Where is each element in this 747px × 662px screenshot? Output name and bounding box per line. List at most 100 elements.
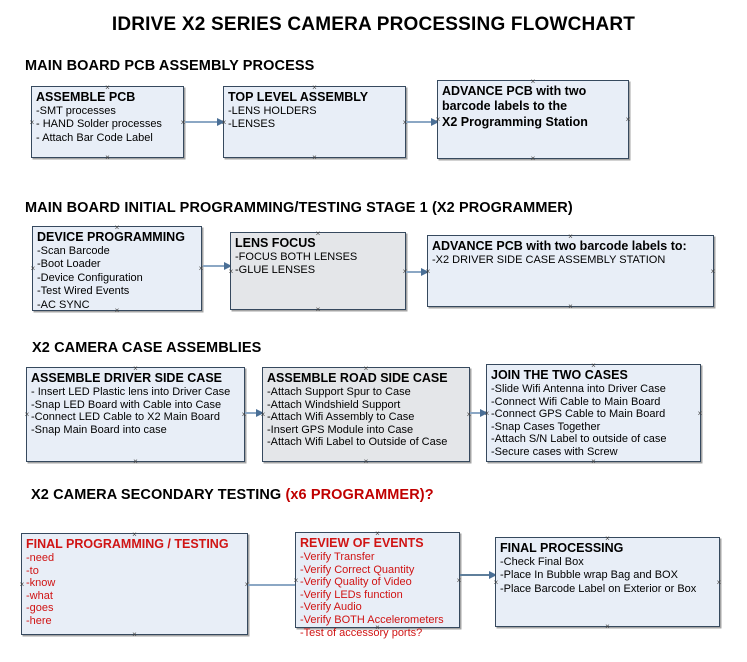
section-heading-main-board-pcb-assembly: MAIN BOARD PCB ASSEMBLY PROCESS: [25, 58, 314, 74]
connector-road-case-to-join-cases: [470, 409, 488, 417]
section-heading-x2-camera-secondary-testing: X2 CAMERA SECONDARY TESTING (x6 PROGRAMM…: [31, 487, 434, 503]
box-line: -SMT processes: [36, 105, 116, 117]
resize-handle-right[interactable]: [625, 116, 632, 123]
box-assemble-pcb[interactable]: ASSEMBLE PCB -SMT processes - HAND Solde…: [31, 86, 184, 158]
arrow-head-icon: [256, 409, 264, 417]
box-line: -Insert GPS Module into Case: [267, 423, 414, 436]
resize-handle-left[interactable]: [19, 581, 26, 588]
box-title: ASSEMBLE DRIVER SIDE CASE: [31, 371, 223, 385]
arrow-head-icon: [421, 268, 429, 276]
connector-review-of-events-to-final-processing: [460, 571, 497, 579]
box-title: REVIEW OF EVENTS: [300, 536, 424, 550]
box-review-of-events[interactable]: REVIEW OF EVENTS -Verify Transfer -Verif…: [293, 532, 463, 639]
section-heading-main-board-initial-programming: MAIN BOARD INITIAL PROGRAMMING/TESTING S…: [25, 200, 573, 216]
resize-handle-bottom[interactable]: [104, 154, 111, 161]
box-line: -Attach S/N Label to outside of case: [491, 433, 667, 446]
box-line: -FOCUS BOTH LENSES: [235, 251, 358, 263]
box-line: -AC SYNC: [37, 298, 90, 311]
box-title: DEVICE PROGRAMMING: [37, 230, 185, 244]
box-device-programming[interactable]: DEVICE PROGRAMMING -Scan Barcode -Boot L…: [32, 226, 202, 311]
box-line: -Slide Wifi Antenna into Driver Case: [491, 383, 666, 395]
box-title: FINAL PROCESSING: [500, 541, 624, 555]
box-line: - Insert LED Plastic lens into Driver Ca…: [31, 386, 231, 398]
box-line: -to: [26, 564, 39, 577]
box-line: -Boot Loader: [37, 258, 101, 271]
box-line: -know: [26, 577, 56, 590]
box-line: -Place Barcode Label on Exterior or Box: [500, 582, 697, 595]
resize-handle-left[interactable]: [493, 579, 500, 586]
box-line: -Test Wired Events: [37, 285, 130, 298]
resize-handle-right[interactable]: [710, 268, 717, 275]
box-line: -Check Final Box: [500, 556, 584, 568]
box-line: - HAND Solder processes: [36, 118, 162, 131]
box-line: X2 Programming Station: [442, 114, 588, 129]
box-line: -here: [26, 614, 52, 627]
resize-handle-bottom[interactable]: [131, 631, 138, 638]
box-title: TOP LEVEL ASSEMBLY: [228, 90, 369, 104]
box-assemble-road-side-case[interactable]: ASSEMBLE ROAD SIDE CASE -Attach Support …: [262, 367, 470, 462]
box-line: -need: [26, 552, 55, 564]
box-line: -Device Configuration: [37, 271, 143, 284]
connector-assemble-pcb-to-top-level: [185, 118, 225, 126]
section-heading-accent: (x6 PROGRAMMER)?: [285, 487, 434, 503]
arrow-head-icon: [431, 118, 439, 126]
arrow-head-icon: [489, 571, 497, 579]
box-line: -Verify Quality of Video: [300, 576, 412, 589]
box-advance-pcb-to-driver-side-case[interactable]: ADVANCE PCB with two barcode labels to: …: [427, 235, 714, 307]
box-line: -Verify Audio: [300, 601, 362, 614]
resize-handle-bottom[interactable]: [604, 623, 611, 630]
connector-driver-case-to-road-case: [245, 409, 264, 417]
arrow-head-icon: [480, 409, 488, 417]
resize-handle-left[interactable]: [30, 265, 37, 272]
box-line: -Attach Windshield Support: [267, 398, 401, 411]
box-top-level-assembly[interactable]: TOP LEVEL ASSEMBLY -LENS HOLDERS -LENSES: [223, 86, 406, 158]
box-line: -Secure cases with Screw: [491, 445, 618, 458]
resize-handle-bottom[interactable]: [132, 458, 139, 465]
box-title: ASSEMBLE PCB: [36, 90, 136, 104]
box-title: JOIN THE TWO CASES: [491, 368, 628, 382]
box-line: -LENS HOLDERS: [228, 105, 317, 117]
box-title: ASSEMBLE ROAD SIDE CASE: [267, 371, 448, 385]
resize-handle-left[interactable]: [293, 577, 300, 584]
resize-handle-left[interactable]: [29, 119, 36, 126]
box-final-programming-testing[interactable]: FINAL PROGRAMMING / TESTING -need -to -k…: [21, 533, 248, 635]
section-heading-text: X2 CAMERA SECONDARY TESTING: [31, 487, 286, 503]
resize-handle-right[interactable]: [716, 579, 723, 586]
resize-handle-bottom[interactable]: [530, 155, 537, 162]
box-lens-focus[interactable]: LENS FOCUS -FOCUS BOTH LENSES -GLUE LENS…: [230, 232, 406, 310]
resize-handle-bottom[interactable]: [311, 154, 318, 161]
box-line: -Verify Transfer: [300, 551, 375, 563]
box-line: -Attach Support Spur to Case: [267, 386, 411, 398]
section-heading-text: MAIN BOARD PCB ASSEMBLY PROCESS: [25, 58, 315, 74]
resize-handle-right[interactable]: [456, 577, 463, 584]
connector-lens-focus-to-advance-pcb: [406, 268, 429, 276]
box-final-processing[interactable]: FINAL PROCESSING -Check Final Box -Place…: [495, 537, 720, 627]
resize-handle-bottom[interactable]: [363, 458, 370, 465]
box-line: -what: [26, 589, 53, 602]
box-title: LENS FOCUS: [235, 236, 316, 250]
arrow-head-icon: [217, 118, 225, 126]
box-line: -GLUE LENSES: [235, 264, 316, 277]
box-line: -goes: [26, 602, 54, 615]
resize-handle-bottom[interactable]: [315, 306, 322, 313]
box-line: -Verify LEDs function: [300, 588, 403, 601]
box-title: ADVANCE PCB with two: [442, 84, 587, 98]
box-advance-pcb-to-programming-station[interactable]: ADVANCE PCB with two barcode labels to t…: [437, 80, 629, 159]
resize-handle-left[interactable]: [24, 411, 31, 418]
box-join-the-two-cases[interactable]: JOIN THE TWO CASES -Slide Wifi Antenna i…: [486, 364, 701, 462]
box-line: barcode labels to the: [442, 99, 568, 113]
box-line: - Attach Bar Code Label: [36, 131, 153, 144]
box-line: -Connect Wifi Cable to Main Board: [491, 395, 661, 408]
box-line: -Verify BOTH Accelerometers: [300, 613, 444, 626]
box-line: -Snap Cases Together: [491, 420, 601, 433]
box-line: -Connect LED Cable to X2 Main Board: [31, 411, 220, 424]
page-title: IDRIVE X2 SERIES CAMERA PROCESSING FLOWC…: [111, 14, 636, 35]
box-line: -Attach Wifi Label to Outside of Case: [267, 436, 448, 449]
box-line: -X2 DRIVER SIDE CASE ASSEMBLY STATION: [432, 254, 666, 266]
resize-handle-right[interactable]: [697, 410, 704, 417]
box-line: -Scan Barcode: [37, 245, 110, 257]
resize-handle-bottom[interactable]: [567, 303, 574, 310]
box-assemble-driver-side-case[interactable]: ASSEMBLE DRIVER SIDE CASE - Insert LED P…: [26, 367, 245, 462]
connector-final-programming-to-review-of-events: [248, 584, 296, 586]
box-line: -LENSES: [228, 118, 276, 131]
